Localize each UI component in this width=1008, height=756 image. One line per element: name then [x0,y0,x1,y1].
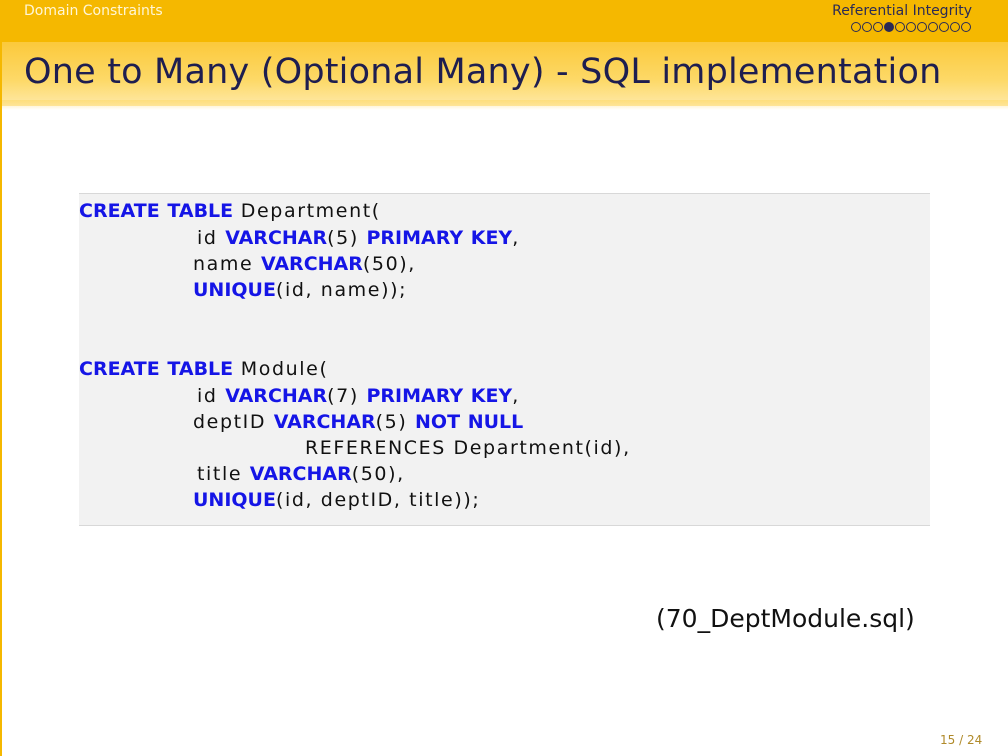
section-link[interactable]: Domain Constraints [24,3,163,19]
sql-text: (5) [375,411,416,433]
sql-text: id [197,227,226,249]
title-band [0,42,1008,106]
sql-text: , [512,227,520,249]
sql-text [463,385,471,407]
sql-text: Module( [233,358,329,380]
nav-dot[interactable] [939,22,949,32]
sql-text: title [197,463,250,485]
sql-keyword: UNIQUE [193,279,276,301]
frame-title: One to Many (Optional Many) - SQL implem… [24,52,942,92]
title-band-shadow [0,100,1008,110]
sql-text: (id, name)); [275,279,408,301]
sql-text: Department( [233,200,381,222]
nav-dot[interactable] [917,22,927,32]
sql-text: name [193,253,261,275]
sql-keyword: KEY [470,227,513,249]
code-line: title VARCHAR(50), [197,463,405,485]
nav-dot[interactable] [895,22,905,32]
page-number: 15 / 24 [940,733,983,747]
sql-text: (5) [327,227,367,249]
sql-keyword: PRIMARY [366,227,464,249]
code-line: UNIQUE(id, deptID, title)); [193,489,480,511]
code-line: id VARCHAR(5) PRIMARY KEY, [197,227,520,249]
header-bar: Domain Constraints Referential Integrity [0,0,1008,42]
frame-navigation-dots [851,22,971,32]
nav-dot[interactable] [961,22,971,32]
left-rule [0,42,2,756]
nav-dot[interactable] [884,22,894,32]
nav-dot[interactable] [873,22,883,32]
code-line: UNIQUE(id, name)); [193,279,407,301]
nav-dot[interactable] [862,22,872,32]
file-reference: (70_DeptModule.sql) [656,604,915,633]
sql-keyword: CREATE [79,200,160,222]
sql-text: (7) [327,385,367,407]
sql-keyword: NULL [467,411,524,433]
nav-dot[interactable] [906,22,916,32]
code-line: REFERENCES Department(id), [305,437,631,459]
sql-text: (50), [362,253,416,275]
sql-keyword: PRIMARY [366,385,464,407]
sql-keyword: VARCHAR [249,463,352,485]
code-block [79,193,930,526]
sql-keyword: TABLE [167,200,234,222]
sql-keyword: KEY [470,385,513,407]
code-line: name VARCHAR(50), [193,253,416,275]
sql-keyword: VARCHAR [225,385,328,407]
sql-text [463,227,471,249]
nav-dot[interactable] [928,22,938,32]
subsection-link[interactable]: Referential Integrity [832,3,972,19]
sql-text [460,411,468,433]
sql-text: deptID [193,411,274,433]
sql-keyword: VARCHAR [225,227,328,249]
code-line: CREATE TABLE Module( [79,358,328,380]
sql-keyword: CREATE [79,358,160,380]
code-line: id VARCHAR(7) PRIMARY KEY, [197,385,520,407]
sql-text: (50), [351,463,405,485]
code-line: CREATE TABLE Department( [79,200,381,222]
sql-keyword: VARCHAR [260,253,363,275]
sql-keyword: NOT [415,411,461,433]
sql-text: REFERENCES Department(id), [305,437,631,459]
sql-keyword: TABLE [167,358,234,380]
sql-keyword: UNIQUE [193,489,276,511]
sql-text: id [197,385,226,407]
sql-text: , [512,385,520,407]
nav-dot[interactable] [851,22,861,32]
code-line: deptID VARCHAR(5) NOT NULL [193,411,523,433]
nav-dot[interactable] [950,22,960,32]
sql-text: (id, deptID, title)); [275,489,481,511]
sql-keyword: VARCHAR [273,411,376,433]
